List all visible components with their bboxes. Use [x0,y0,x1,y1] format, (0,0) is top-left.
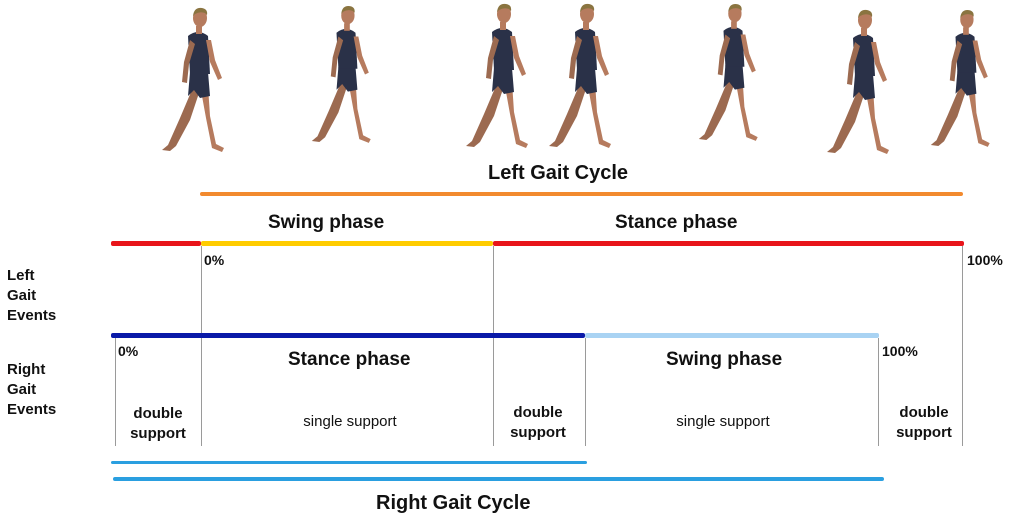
walker-pose-2-icon [311,6,371,143]
double-support-2: double support [510,404,566,441]
left-gait-cycle-title: Left Gait Cycle [488,162,629,184]
event-line-3 [962,246,963,446]
left-gait-events-label: Left Gait Events [7,267,57,324]
right-swing-bar [585,333,879,338]
walker-pose-3-icon [466,3,528,149]
left-stance-bar [493,241,964,246]
right-gait-cycle-bar [113,477,884,481]
walker-pose-1-icon [162,7,224,153]
walking-figures [162,3,990,155]
double-support-3: double support [896,404,952,441]
right-stance-bar [111,333,585,338]
right-pct-end: 100% [882,343,918,359]
left-stance-bar-pre [111,241,201,246]
left-gait-cycle-bar [200,192,963,196]
right-stance-phase-label: Stance phase [288,349,411,370]
left-swing-bar [201,241,493,246]
walker-pose-7-icon [930,10,990,147]
event-line-6 [878,338,879,446]
right-gait-cycle-title: Right Gait Cycle [376,492,531,514]
left-pct-start: 0% [204,252,225,268]
right-pct-start: 0% [118,343,139,359]
event-line-2 [493,246,494,446]
event-line-1 [201,246,202,446]
left-stance-phase-label: Stance phase [615,212,738,233]
left-pct-end: 100% [967,252,1003,268]
left-swing-phase-label: Swing phase [268,212,385,233]
event-line-4 [115,338,116,446]
event-line-5 [585,338,586,446]
walker-pose-6-icon [827,9,889,155]
double-support-1: double support [130,405,186,442]
single-support-2: single support [676,413,770,430]
walker-pose-5-icon [698,4,758,141]
right-cycle-bar-upper [111,461,587,464]
walker-pose-4-icon [549,3,611,149]
single-support-1: single support [303,413,397,430]
right-gait-events-label: Right Gait Events [7,361,57,418]
right-swing-phase-label: Swing phase [666,349,783,370]
